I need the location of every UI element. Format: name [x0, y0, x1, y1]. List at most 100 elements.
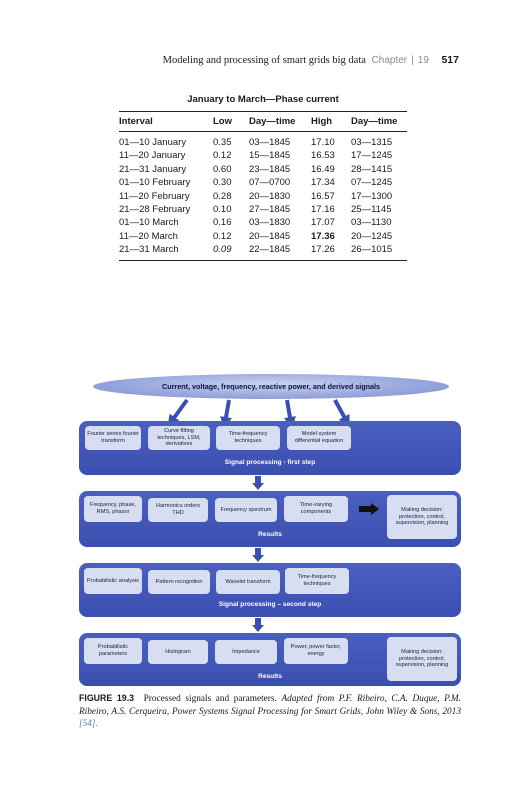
table-cell: 17.16 [311, 203, 335, 215]
table-cell: 11—20 January [119, 150, 186, 162]
arrow-2 [220, 399, 232, 428]
table-cell: 16.57 [311, 190, 335, 202]
table-cell: 20—1830 [249, 190, 291, 202]
chapter-number: 19 [417, 55, 429, 66]
table-cell: 17—1300 [351, 190, 393, 202]
down-arrow-icon [252, 618, 264, 632]
figure-label: FIGURE 19.3 [79, 693, 135, 703]
table-cell: 03—1315 [351, 137, 393, 148]
table-cell: 0.09 [213, 244, 232, 255]
down-arrow-icon [252, 548, 264, 562]
table-cell: 0.12 [213, 150, 232, 162]
panel-second-step: Probabilistic analysis Pattern recogniti… [79, 563, 461, 617]
table-cell: 07—0700 [249, 177, 291, 189]
table-cell: 11—20 March [119, 230, 178, 242]
table-cell: 03—1130 [351, 217, 392, 229]
table-cell: 01—10 March [119, 217, 179, 229]
box-harmonics: Harmonics orders THD [148, 498, 208, 522]
box-probabilistic-analysis: Probabilistic analysis [84, 568, 142, 594]
table-row: 21—31 January 0.60 23—1845 16.49 28—1415 [119, 163, 407, 176]
table-cell: 17.07 [311, 217, 335, 229]
table-cell: 26—1015 [351, 244, 393, 255]
caption-reference-link[interactable]: [54]. [79, 719, 98, 730]
table-cell: 0.28 [213, 190, 232, 202]
table-cell: 21—31 March [119, 244, 179, 255]
arrow-1 [167, 398, 189, 427]
table-cell: 03—1845 [249, 137, 291, 148]
table-cell: 22—1845 [249, 244, 291, 255]
down-arrow-icon [252, 476, 264, 490]
table-cell: 23—1845 [249, 163, 291, 175]
box-frequency-spectrum: Frequency spectrum [215, 498, 277, 522]
figure-caption: FIGURE 19.3 Processed signals and parame… [79, 693, 461, 731]
table-cell: 0.12 [213, 230, 232, 242]
box-model-system: Model system differential equation [287, 426, 351, 450]
box-wavelet: Wavelet transform [216, 570, 280, 594]
box-histogram: Histogram [148, 640, 208, 664]
caption-text: Processed signals and parameters. [143, 694, 277, 704]
table-row: 11—20 February 0.28 20—1830 16.57 17—1300 [119, 189, 407, 202]
table-cell: 16.53 [311, 150, 335, 162]
column-header: Day—time [351, 116, 398, 127]
table-cell: 21—28 February [119, 203, 191, 215]
table-cell: 28—1415 [351, 163, 393, 175]
box-power: Power, power factor, energy [284, 638, 348, 664]
table-cell: 15—1845 [249, 150, 291, 162]
table-cell: 01—10 January [119, 137, 187, 148]
panel-label: Results [258, 531, 282, 538]
table-cell: 11—20 February [119, 190, 190, 202]
table-cell: 25—1145 [351, 203, 392, 215]
column-header: Day—time [249, 116, 296, 127]
table-cell: 17.34 [311, 177, 335, 189]
table-cell: 0.10 [213, 203, 232, 215]
panel-label: Results [258, 673, 282, 680]
caption-adapted: Adapted from P.F. Ribeiro, C.A. Duque, P… [79, 694, 462, 717]
box-frequency-phase: Frequency, phase, RMS, phasor [84, 496, 142, 522]
table-cell: 17—1245 [351, 150, 393, 162]
phase-current-table: Interval Low Day—time High Day—time 01—1… [119, 111, 407, 261]
column-header: High [311, 116, 333, 127]
table-cell: 0.16 [213, 217, 232, 229]
table-row: 01—10 January 0.35 03—1845 17.10 03—1315 [119, 132, 407, 150]
panel-label: Signal processing - first step [224, 459, 316, 466]
panel-results-1: Frequency, phase, RMS, phasor Harmonics … [79, 491, 461, 547]
panel-results-2: Probabilistic parameters Histogram Imped… [79, 633, 461, 686]
page-number: 517 [441, 54, 459, 66]
box-making-decision: Making decision: protection, control, su… [387, 495, 457, 539]
arrow-3 [284, 399, 296, 428]
table-cell: 20—1245 [351, 230, 393, 242]
box-impedance: Impedance [215, 640, 277, 664]
data-table-block: January to March—Phase current Interval … [119, 94, 407, 261]
table-cell: 16.49 [311, 163, 335, 175]
running-title: Modeling and processing of smart grids b… [162, 55, 366, 66]
box-time-varying: Time-varying components [284, 496, 348, 522]
table-row: 01—10 March 0.16 03—1830 17.07 03—1130 [119, 216, 407, 229]
table-cell: 17.10 [311, 137, 335, 148]
running-header: Modeling and processing of smart grids b… [163, 54, 459, 66]
box-time-frequency-2: Time-frequency techniques [285, 568, 349, 594]
table-cell: 03—1830 [249, 217, 291, 229]
table-cell: 0.30 [213, 177, 232, 189]
input-signals-ellipse: Current, voltage, frequency, reactive po… [93, 374, 449, 399]
chapter-label: Chapter [371, 55, 408, 66]
box-time-frequency: Time-frequency techniques [216, 426, 280, 450]
table-cell: 21—31 January [119, 163, 187, 175]
box-making-decision: Making decision: protection, control, su… [387, 637, 457, 681]
arrow-4 [333, 399, 350, 428]
column-header: Interval [119, 116, 153, 127]
signal-processing-diagram: Current, voltage, frequency, reactive po… [79, 374, 461, 686]
box-fourier: Fourier series fourier transform [85, 426, 141, 450]
table-cell: 0.35 [213, 137, 232, 148]
table-cell: 17.36 [311, 230, 335, 242]
input-arrows [167, 398, 350, 428]
header-separator: | [411, 55, 414, 66]
table-header-row: Interval Low Day—time High Day—time [119, 111, 407, 132]
table-cell: 07—1245 [351, 177, 393, 189]
box-probabilistic-parameters: Probabilistic parameters [84, 638, 142, 664]
table-cell: 0.60 [213, 163, 232, 175]
panel-label: Signal processing – second step [218, 601, 322, 608]
